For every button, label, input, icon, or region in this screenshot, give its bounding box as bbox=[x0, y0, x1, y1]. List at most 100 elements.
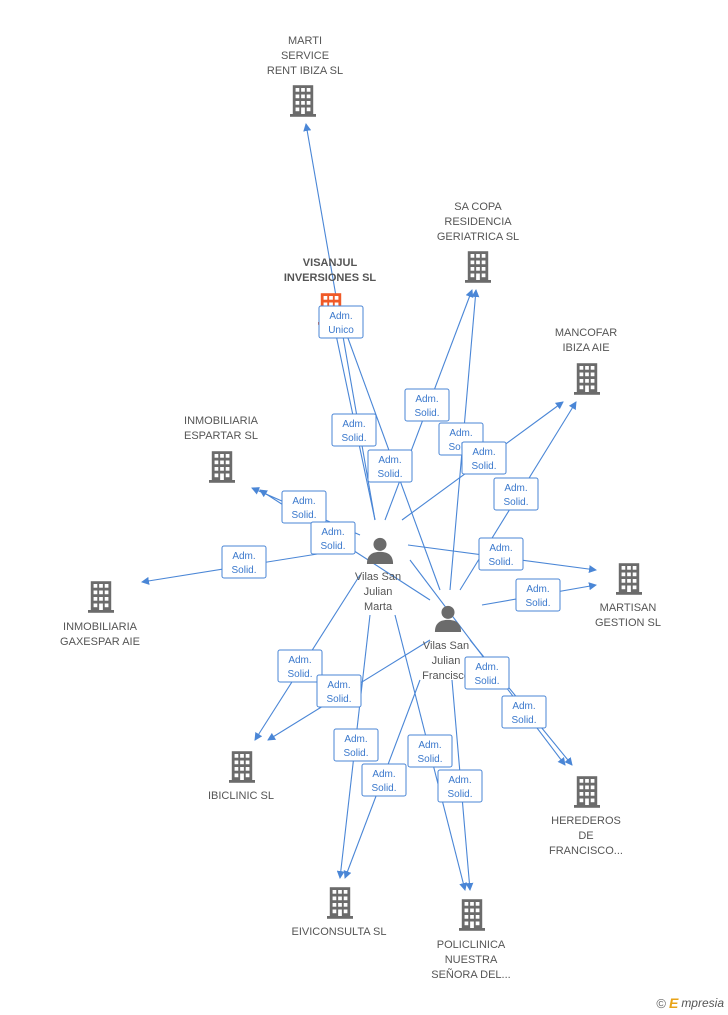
edge-label[interactable]: Adm. Solid. bbox=[333, 728, 379, 762]
edge-label-text: Adm. bbox=[321, 527, 344, 538]
edge-label[interactable]: Adm.Solid. bbox=[361, 763, 407, 797]
edge-label-box bbox=[333, 728, 379, 762]
edge-label-text: Solid. bbox=[343, 748, 368, 759]
building-icon bbox=[465, 251, 491, 283]
edge-label[interactable]: Adm.Solid. bbox=[221, 545, 267, 579]
node-label-line: EIVICONSULTA SL bbox=[292, 926, 387, 938]
edge-label-text: Adm. bbox=[489, 543, 512, 554]
node-label-line: MARTISAN bbox=[600, 602, 657, 614]
edge-label-text: Solid. bbox=[448, 442, 473, 453]
node-label: EIVICONSULTA SL bbox=[292, 926, 387, 938]
edge-label-text: Adm. bbox=[526, 584, 549, 595]
edge-label-text: Adm. bbox=[448, 775, 471, 786]
building-icon bbox=[290, 85, 316, 117]
edge-label-text: Solid. bbox=[414, 408, 439, 419]
node-label-line: DE bbox=[578, 830, 593, 842]
edge-label-box bbox=[404, 388, 450, 422]
edge-label-text: Solid. bbox=[320, 541, 345, 552]
node-label-line: INMOBILIARIA bbox=[63, 621, 138, 633]
person-icon bbox=[434, 605, 462, 632]
edge-label-text: Solid. bbox=[287, 669, 312, 680]
edge-label-text: Unico bbox=[328, 325, 354, 336]
edge-label-box bbox=[277, 649, 323, 683]
edge-label-text: Solid. bbox=[471, 461, 496, 472]
node-eiviconsulta[interactable]: EIVICONSULTA SL bbox=[292, 887, 387, 938]
edge-label[interactable]: Adm.Solid. bbox=[501, 695, 547, 729]
edge-label[interactable]: Adm.Solid. bbox=[407, 734, 453, 768]
edge-label[interactable]: Adm.Unico bbox=[318, 305, 364, 339]
node-label-line: HEREDEROS bbox=[551, 815, 621, 827]
building-icon bbox=[459, 899, 485, 931]
edge-label-box bbox=[515, 578, 561, 612]
building-icon bbox=[574, 363, 600, 395]
edge-label[interactable]: Adm.Solid. bbox=[367, 449, 413, 483]
node-label: IBICLINIC SL bbox=[208, 790, 274, 802]
edge-label-text: Solid. bbox=[341, 433, 366, 444]
person-icon bbox=[366, 537, 394, 564]
node-label-line: NUESTRA bbox=[445, 954, 498, 966]
edge-label[interactable]: Adm.Solid. bbox=[316, 674, 362, 708]
edge-label[interactable]: Adm.Solid. bbox=[464, 656, 510, 690]
node-label: HEREDEROS DE FRANCISCO... bbox=[549, 815, 623, 857]
edge-label-text: Adm. bbox=[475, 662, 498, 673]
edge-label-text: Adm. bbox=[342, 419, 365, 430]
edge-label[interactable]: Adm.Solid. bbox=[277, 649, 323, 683]
edge-label[interactable]: Adm.Solid. bbox=[437, 769, 483, 803]
edge-label-box bbox=[318, 305, 364, 339]
brand-logo-text: mpresia bbox=[681, 996, 724, 1010]
building-icon bbox=[88, 581, 114, 613]
edge-label[interactable]: Adm.Solid. bbox=[461, 441, 507, 475]
node-label-line: RENT IBIZA SL bbox=[267, 65, 343, 77]
edge-label-text: Adm. bbox=[512, 701, 535, 712]
edge-label-box bbox=[221, 545, 267, 579]
edge-label-text: Adm. bbox=[415, 394, 438, 405]
edge-label-text: Solid. bbox=[291, 510, 316, 521]
building-icon bbox=[229, 751, 255, 783]
edge-label[interactable]: Adm.Solid. bbox=[515, 578, 561, 612]
edge-label[interactable]: Adm. Solid. bbox=[310, 521, 356, 555]
node-herederos[interactable]: HEREDEROS DE FRANCISCO... bbox=[549, 776, 623, 857]
building-icon bbox=[616, 563, 642, 595]
node-label-line: Marta bbox=[364, 601, 393, 613]
node-label-line: FRANCISCO... bbox=[549, 845, 623, 857]
node-label-line: Julian bbox=[364, 586, 393, 598]
edge-label-text: Solid. bbox=[326, 694, 351, 705]
node-label-line: POLICLINICA bbox=[437, 939, 506, 951]
edge-label-text: Adm. bbox=[418, 740, 441, 751]
building-icon bbox=[327, 887, 353, 919]
edge-label-box bbox=[437, 769, 483, 803]
node-label-line: RESIDENCIA bbox=[444, 216, 512, 228]
node-label-line: INVERSIONES SL bbox=[284, 272, 377, 284]
edge-label[interactable]: Adm.Solid. bbox=[281, 490, 327, 524]
edge-label[interactable]: Adm.Solid. bbox=[493, 477, 539, 511]
edge-label-text: Adm. bbox=[344, 734, 367, 745]
edge-label-box bbox=[407, 734, 453, 768]
node-label-line: Vilas San bbox=[355, 571, 401, 583]
edge-label[interactable]: Adm. Solid. bbox=[478, 537, 524, 571]
edge-label[interactable]: Adm. Solid. bbox=[331, 413, 377, 447]
edge-label-box bbox=[281, 490, 327, 524]
edge-label-text: Solid. bbox=[488, 557, 513, 568]
edge-label[interactable]: Adm. Solid. bbox=[404, 388, 450, 422]
node-label-line: MANCOFAR bbox=[555, 327, 617, 339]
node-label-line: Francisco bbox=[422, 670, 470, 682]
node-ibiclinic[interactable]: IBICLINIC SL bbox=[208, 751, 274, 802]
